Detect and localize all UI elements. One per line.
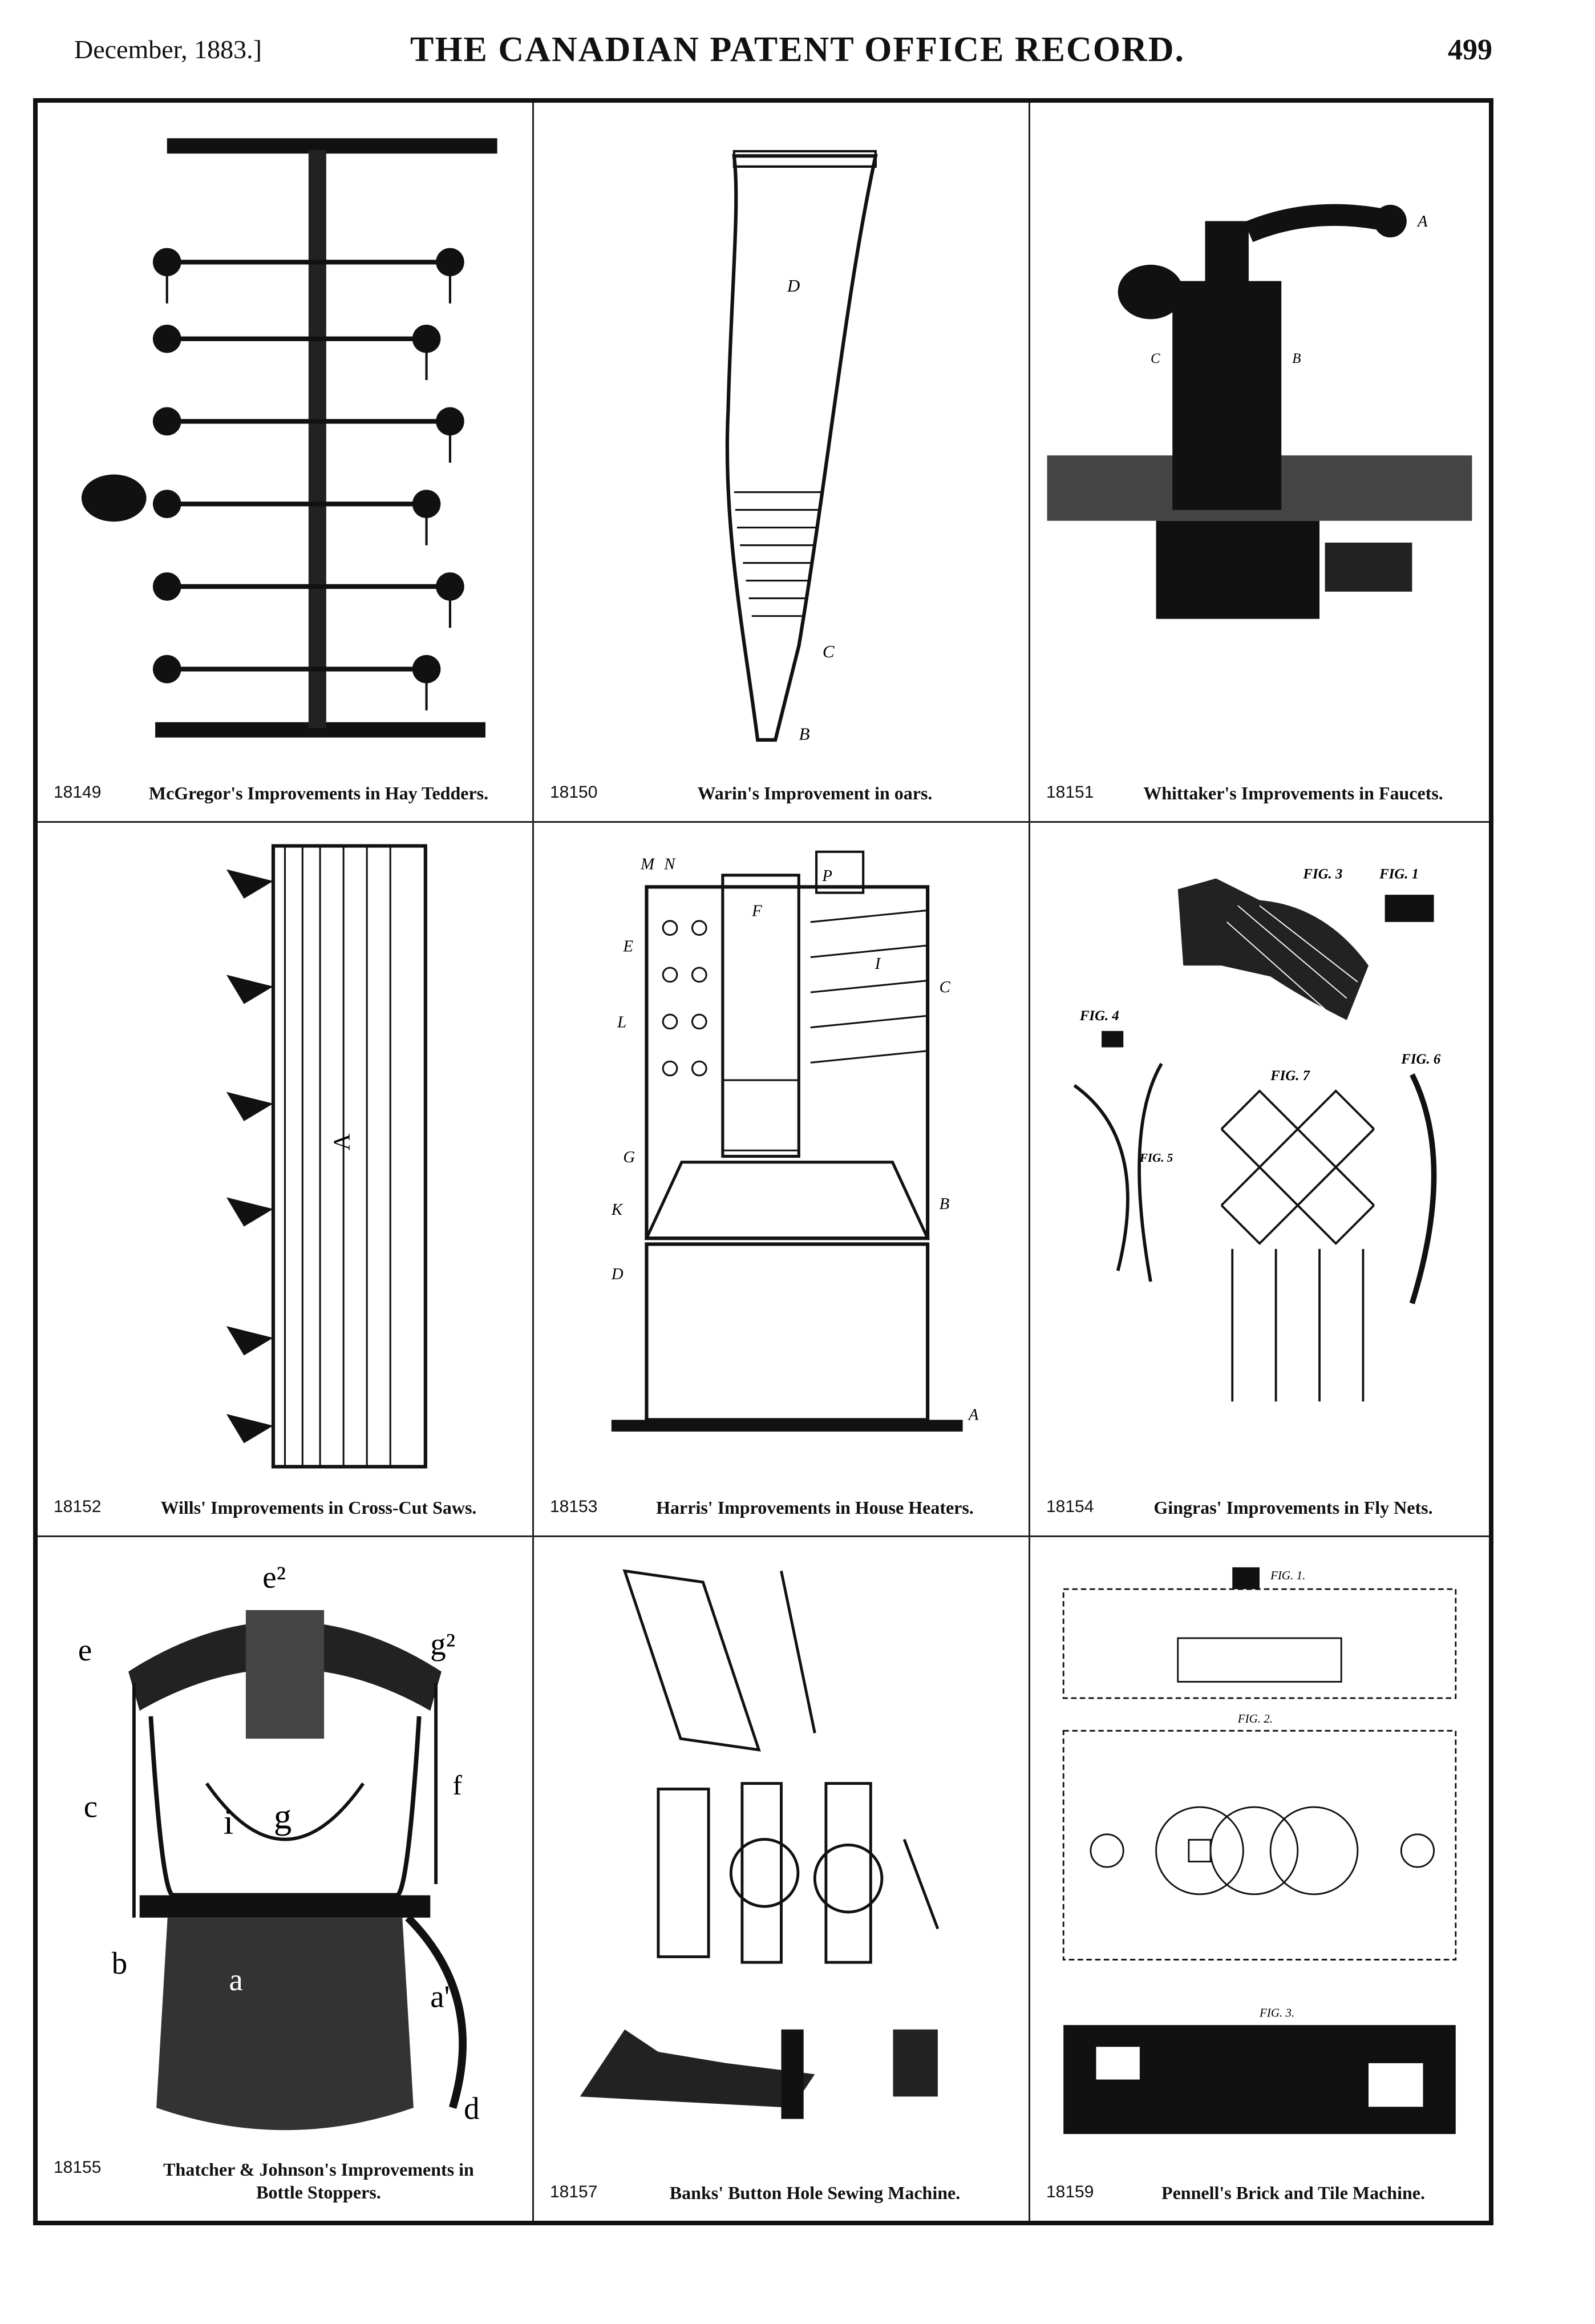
flynet-label-fig7: FIG. 7 <box>1270 1068 1311 1084</box>
patent-title: Warin's Improvement in oars. <box>697 783 933 803</box>
brick-label-fig3: FIG. 3. <box>1259 2006 1294 2020</box>
stopper-label-c: c <box>84 1789 98 1824</box>
button-hole-machine-illustration <box>545 1549 1017 2164</box>
patent-title: Harris' Improvements in House Heaters. <box>656 1497 974 1518</box>
oar-label-d: D <box>787 276 800 296</box>
oar-label-b: B <box>799 724 810 744</box>
patent-grid: 18149 McGregor's Improvements in Hay Ted… <box>38 103 1489 2221</box>
patent-cell-18153: M N P F E L I C G K D B A 18153 Harris' … <box>534 823 1030 1537</box>
hay-tedder-illustration <box>49 114 521 764</box>
brick-label-fig1: FIG. 1. <box>1270 1569 1305 1582</box>
heater-label-i: I <box>875 955 881 973</box>
patent-title: Thatcher & Johnson's Improvements in Bot… <box>116 2158 521 2204</box>
patent-number: 18157 <box>550 2182 598 2201</box>
patent-cell-18152: A 18152 Wills' Improvements in Cross-Cut… <box>38 823 534 1537</box>
stopper-label-a-prime: a' <box>430 1979 450 2014</box>
patent-title: Banks' Button Hole Sewing Machine. <box>669 2182 961 2203</box>
faucet-label-a: A <box>1416 212 1428 231</box>
heater-label-g: G <box>623 1148 635 1166</box>
page-number: 499 <box>1448 34 1492 66</box>
flynet-label-fig6: FIG. 6 <box>1400 1052 1441 1067</box>
oar-illustration: D C B <box>545 114 1017 764</box>
flynet-label-fig4: FIG. 4 <box>1079 1008 1119 1024</box>
heater-label-k: K <box>611 1201 624 1219</box>
patent-caption: 18157 Banks' Button Hole Sewing Machine. <box>550 2182 1017 2204</box>
brick-label-fig2: FIG. 2. <box>1237 1712 1273 1725</box>
patent-title-line-2: Bottle Stoppers. <box>256 2182 381 2202</box>
flynet-label-fig3: FIG. 3 <box>1302 866 1342 882</box>
patent-caption: 18150 Warin's Improvement in oars. <box>550 783 1017 804</box>
faucet-label-b: B <box>1292 351 1301 366</box>
stopper-label-i: i <box>224 1802 233 1842</box>
patent-title: Gingras' Improvements in Fly Nets. <box>1153 1497 1433 1518</box>
stopper-label-f: f <box>453 1769 463 1801</box>
patent-caption: 18159 Pennell's Brick and Tile Machine. <box>1046 2182 1477 2204</box>
patent-title: Whittaker's Improvements in Faucets. <box>1143 783 1443 803</box>
stopper-label-b: b <box>112 1946 127 1981</box>
patent-cell-18159: FIG. 1. FIG. 2. FIG. 3. 18159 Pennell's … <box>1030 1537 1489 2221</box>
patent-cell-18157: 18157 Banks' Button Hole Sewing Machine. <box>534 1537 1030 2221</box>
heater-label-l: L <box>617 1013 626 1032</box>
heater-label-m: M <box>640 855 655 874</box>
patent-title: McGregor's Improvements in Hay Tedders. <box>148 783 489 803</box>
patent-title: Wills' Improvements in Cross-Cut Saws. <box>160 1497 477 1518</box>
patent-caption: 18155 Thatcher & Johnson's Improvements … <box>54 2158 521 2204</box>
patent-number: 18151 <box>1046 783 1094 802</box>
flynet-label-fig1: FIG. 1 <box>1379 866 1419 882</box>
heater-label-n: N <box>663 855 676 874</box>
patent-cell-18151: A C B 18151 Whittaker's Improvements in … <box>1030 103 1489 823</box>
patent-number: 18153 <box>550 1497 598 1516</box>
patent-number: 18154 <box>1046 1497 1094 1516</box>
saw-label-a: A <box>328 1133 354 1150</box>
brick-tile-machine-illustration: FIG. 1. FIG. 2. FIG. 3. <box>1042 1549 1477 2164</box>
patent-cell-18149: 18149 McGregor's Improvements in Hay Ted… <box>38 103 534 823</box>
faucet-illustration: A C B <box>1042 114 1477 764</box>
patent-plate-frame: 18149 McGregor's Improvements in Hay Ted… <box>33 98 1493 2225</box>
patent-caption: 18154 Gingras' Improvements in Fly Nets. <box>1046 1497 1477 1518</box>
patent-caption: 18153 Harris' Improvements in House Heat… <box>550 1497 1017 1518</box>
stopper-label-e2: e² <box>262 1560 286 1595</box>
flynet-label-fig5: FIG. 5 <box>1139 1151 1173 1165</box>
patent-number: 18159 <box>1046 2182 1094 2201</box>
patent-title: Pennell's Brick and Tile Machine. <box>1161 2182 1425 2203</box>
stopper-label-a: a <box>229 1962 243 1997</box>
stopper-label-g2: g² <box>430 1627 455 1662</box>
patent-cell-18150: D C B 18150 Warin's Improvement in oars. <box>534 103 1030 823</box>
page-header: December, 1883.] THE CANADIAN PATENT OFF… <box>0 0 1595 97</box>
stopper-label-g: g <box>274 1796 292 1836</box>
patent-cell-18155: e² e g² c f i g b a a' d 18155 Thatcher … <box>38 1537 534 2221</box>
heater-label-f: F <box>751 902 762 920</box>
faucet-label-c: C <box>1151 351 1160 366</box>
patent-caption: 18149 McGregor's Improvements in Hay Ted… <box>54 783 521 804</box>
patent-cell-18154: FIG. 1 FIG. 3 FIG. 4 FIG. 5 FIG. 6 FIG. … <box>1030 823 1489 1537</box>
oar-label-c: C <box>823 641 835 661</box>
issue-date: December, 1883.] <box>74 35 262 64</box>
bottle-stopper-illustration: e² e g² c f i g b a a' d <box>49 1549 521 2164</box>
patent-title-line-1: Thatcher & Johnson's Improvements in <box>163 2159 474 2180</box>
patent-number: 18155 <box>54 2158 102 2177</box>
stopper-label-e: e <box>78 1632 92 1667</box>
heater-label-d: D <box>611 1265 624 1283</box>
heater-label-c: C <box>940 978 951 996</box>
patent-number: 18149 <box>54 783 102 802</box>
stopper-label-d: d <box>464 2091 479 2126</box>
heater-label-p: P <box>821 867 832 885</box>
patent-number: 18150 <box>550 783 598 802</box>
fly-net-illustration: FIG. 1 FIG. 3 FIG. 4 FIG. 5 FIG. 6 FIG. … <box>1042 834 1477 1478</box>
cross-cut-saw-illustration: A <box>49 834 521 1478</box>
heater-label-a: A <box>967 1405 979 1424</box>
house-heater-illustration: M N P F E L I C G K D B A <box>545 834 1017 1478</box>
patent-number: 18152 <box>54 1497 102 1516</box>
heater-label-b: B <box>940 1195 950 1213</box>
publication-title: THE CANADIAN PATENT OFFICE RECORD. <box>410 30 1185 69</box>
patent-caption: 18152 Wills' Improvements in Cross-Cut S… <box>54 1497 521 1518</box>
heater-label-e: E <box>622 937 633 955</box>
patent-caption: 18151 Whittaker's Improvements in Faucet… <box>1046 783 1477 804</box>
